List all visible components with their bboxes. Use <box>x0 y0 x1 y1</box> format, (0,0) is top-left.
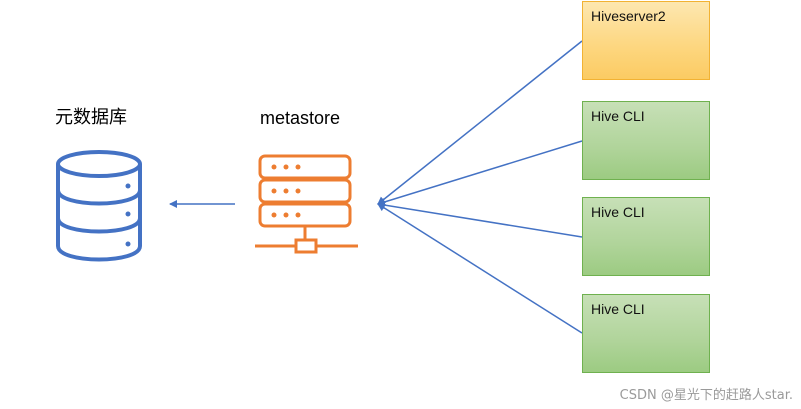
connector-hiveserver2 <box>377 40 583 205</box>
server-rack-icon <box>255 154 358 254</box>
client-box-hiveserver2: Hiveserver2 <box>582 1 710 80</box>
client-label: Hive CLI <box>591 301 645 317</box>
client-box-hive-cli: Hive CLI <box>582 197 710 276</box>
client-label: Hive CLI <box>591 108 645 124</box>
client-label: Hive CLI <box>591 204 645 220</box>
client-box-hive-cli: Hive CLI <box>582 294 710 373</box>
watermark: CSDN @星光下的赶路人star. <box>619 388 793 403</box>
connector-hive-cli-2 <box>377 201 583 238</box>
connector-hive-cli-1 <box>377 140 583 206</box>
client-label: Hiveserver2 <box>591 8 666 24</box>
connector-hive-cli-3 <box>377 203 583 334</box>
client-box-hive-cli: Hive CLI <box>582 101 710 180</box>
database-label: 元数据库 <box>55 107 127 128</box>
database-icon <box>56 150 142 262</box>
metastore-label: metastore <box>260 108 341 128</box>
